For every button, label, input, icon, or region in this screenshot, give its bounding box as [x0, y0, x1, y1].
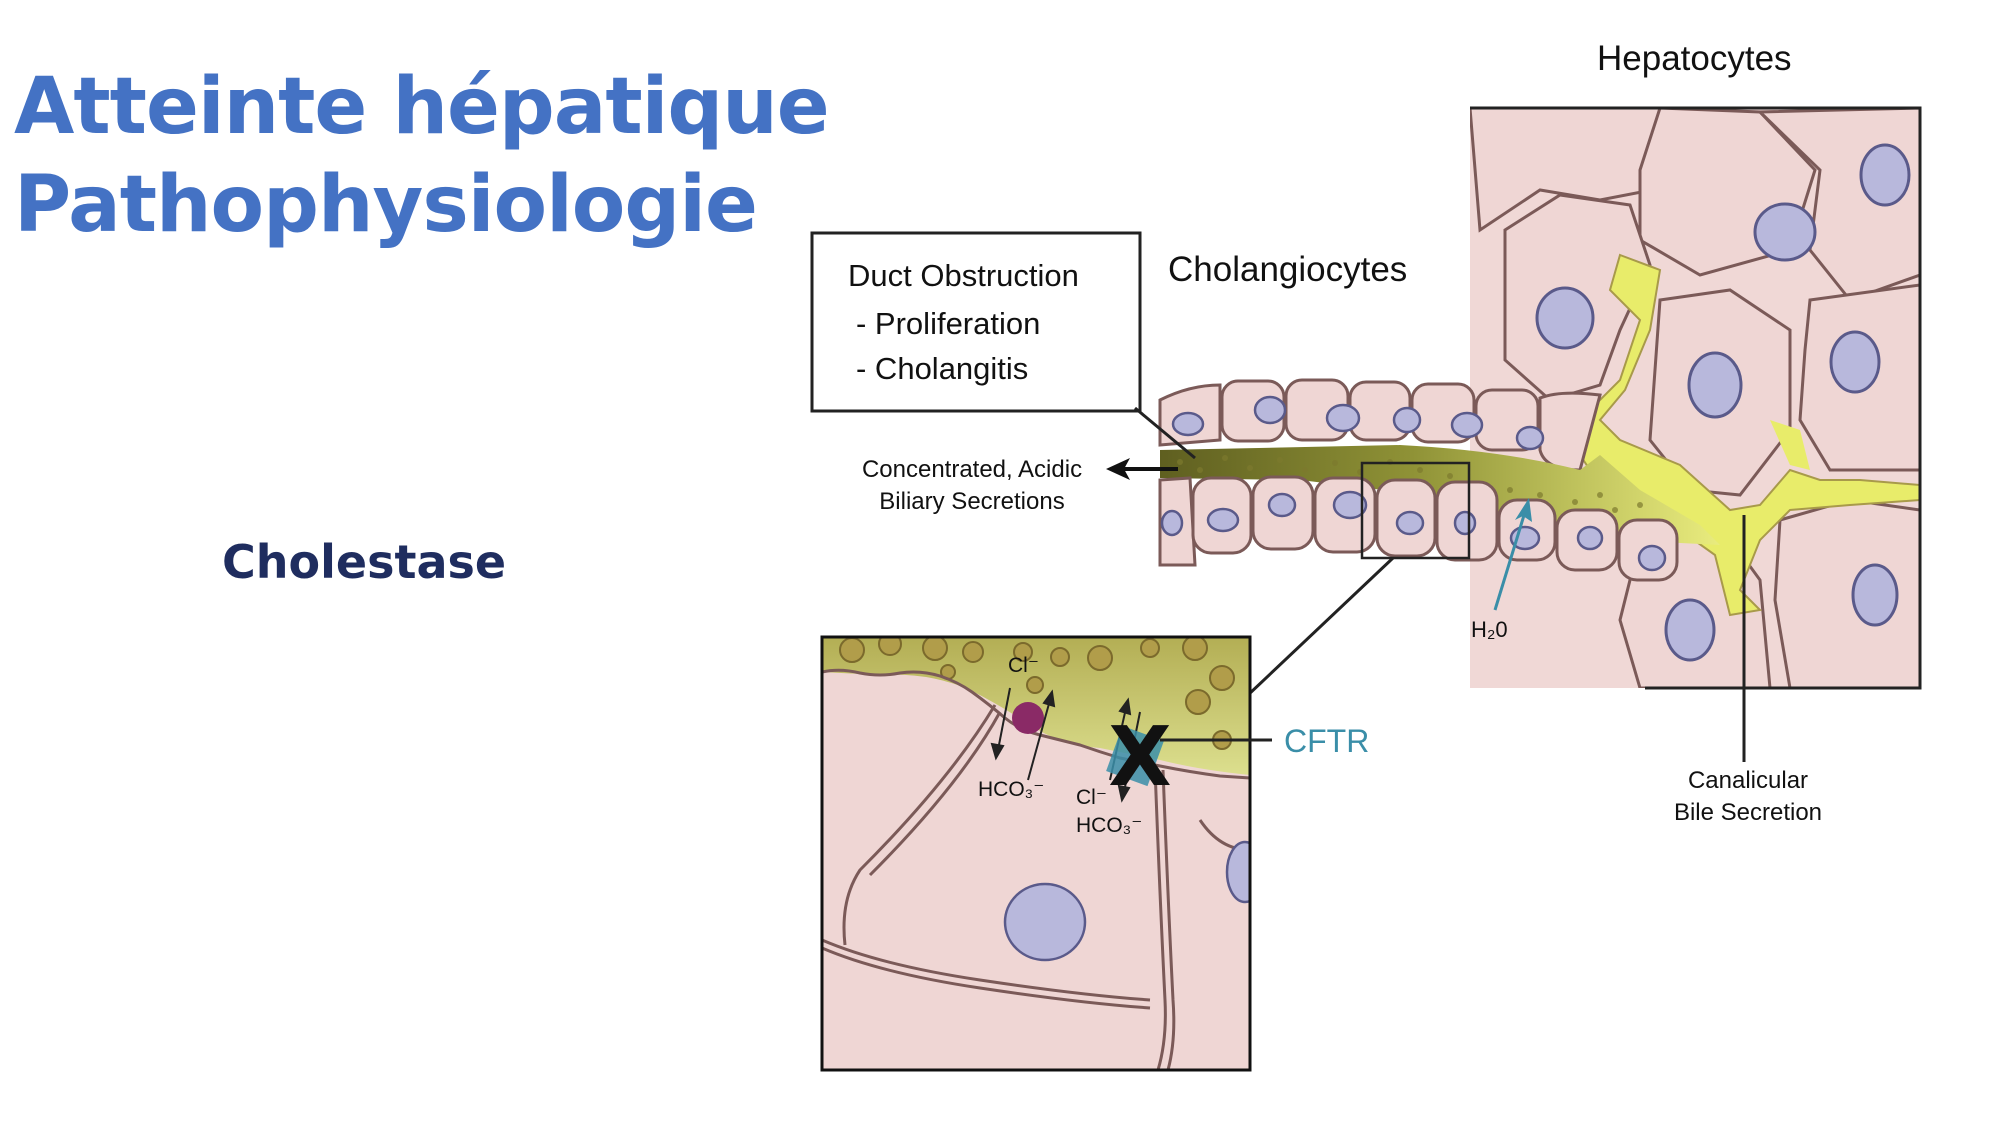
bicarbonate-label-left: HCO₃⁻ — [978, 778, 1044, 801]
cholangiocytes-label: Cholangiocytes — [1168, 250, 1407, 289]
bile-duct — [1158, 378, 1720, 582]
duct-obstruction-box: Duct Obstruction - Proliferation - Chola… — [810, 231, 1142, 413]
magnified-inset: X Cl⁻ HCO₃⁻ Cl⁻ HCO₃⁻ — [820, 635, 1252, 1072]
obstruction-title: Duct Obstruction — [848, 258, 1079, 293]
hepatocytes-label: Hepatocytes — [1597, 39, 1792, 78]
secretions-label-line-1: Concentrated, Acidic — [862, 456, 1082, 483]
bicarbonate-label-right: HCO₃⁻ — [1076, 814, 1142, 837]
page-title: Atteinte hépatique Pathophysiologie — [14, 58, 830, 254]
chloride-label-bottom: Cl⁻ — [1076, 786, 1107, 809]
water-arrow — [1493, 498, 1532, 611]
canalicular-label-line-2: Bile Secretion — [1674, 799, 1822, 826]
section-subtitle: Cholestase — [222, 535, 507, 589]
inset-connector-line — [1246, 556, 1395, 697]
obstruction-item-1: - Proliferation — [856, 306, 1040, 341]
secretions-label-line-2: Biliary Secretions — [879, 488, 1064, 515]
cftr-label: CFTR — [1284, 723, 1369, 759]
chloride-channel — [1012, 702, 1044, 734]
water-label: H₂0 — [1471, 617, 1508, 642]
title-line-2: Pathophysiologie — [14, 160, 758, 250]
chloride-label-top: Cl⁻ — [1008, 654, 1039, 677]
cftr-channel — [1106, 725, 1164, 787]
canalicular-label-line-1: Canalicular — [1688, 767, 1808, 794]
secretion-arrow — [1106, 458, 1178, 480]
magnified-region-marker — [1360, 461, 1471, 560]
title-line-1: Atteinte hépatique — [14, 62, 830, 152]
cftr-blocked-mark: X — [1108, 710, 1171, 805]
obstruction-item-2: - Cholangitis — [856, 351, 1028, 386]
obstruction-pointer-line — [1134, 406, 1196, 460]
